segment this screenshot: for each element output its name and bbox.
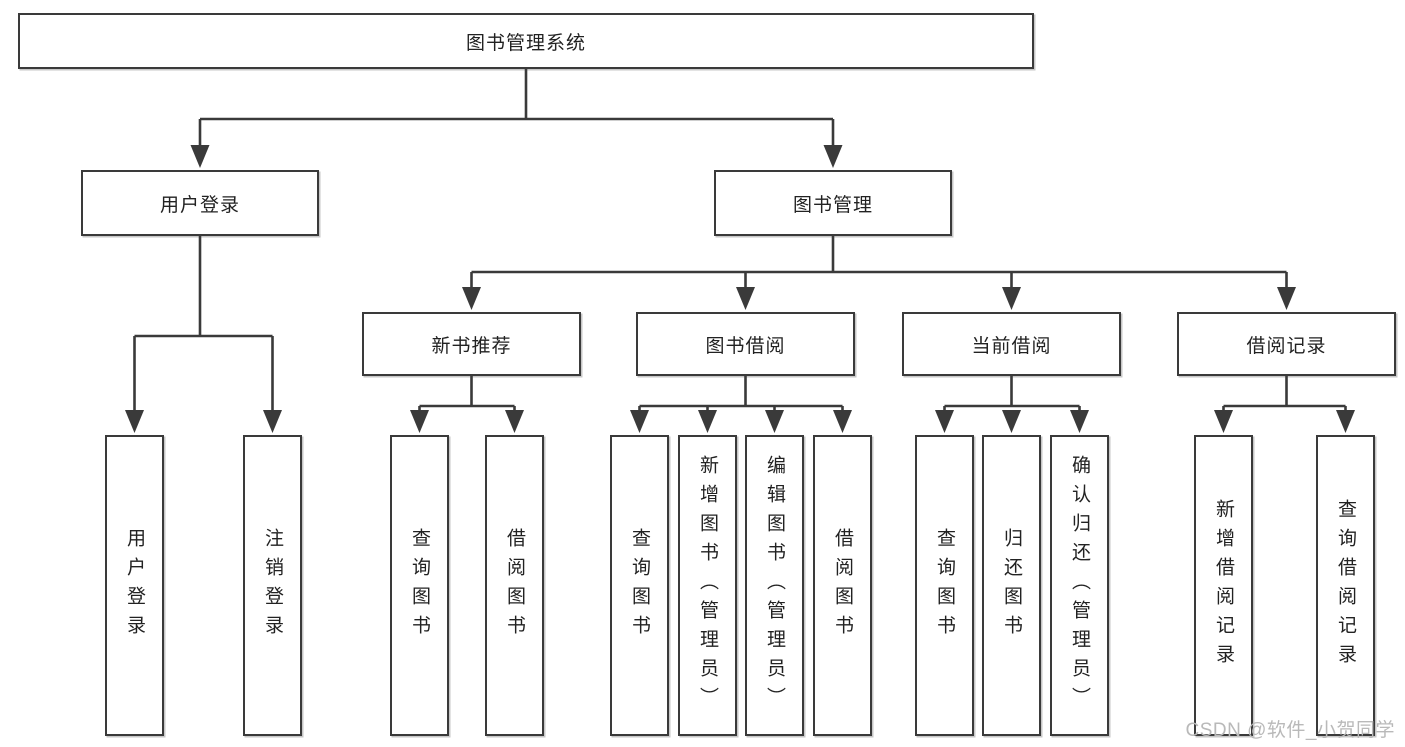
arrowhead <box>462 287 481 310</box>
node-label: 借阅记录 <box>1246 335 1327 357</box>
arrowhead <box>1277 287 1296 310</box>
leaf-current-query-books: 查询图书 <box>915 435 974 736</box>
arrowhead <box>765 410 784 433</box>
node-current-borrowing: 当前借阅 <box>902 312 1121 376</box>
connector-recommend-to-leaves <box>418 376 516 415</box>
leaf-current-confirm-return-admin: 确认归还（管理员） <box>1050 435 1109 736</box>
arrowhead <box>823 145 843 168</box>
leaf-label: 注销登录 <box>262 527 283 644</box>
leaf-label: 查询借阅记录 <box>1335 498 1356 673</box>
connector-bookmgmt-to-level3 <box>470 236 1288 292</box>
csdn-watermark: CSDN @软件_小贺同学 <box>1185 720 1395 741</box>
node-label: 图书管理系统 <box>465 32 586 54</box>
leaf-user-login: 用户登录 <box>105 435 164 736</box>
connector-current-to-leaves <box>943 376 1081 415</box>
arrowhead <box>736 287 755 310</box>
arrowhead <box>125 410 144 433</box>
arrowhead <box>1002 287 1021 310</box>
leaf-label: 确认归还（管理员） <box>1069 455 1090 716</box>
leaf-borrowing-borrow-books: 借阅图书 <box>813 435 872 736</box>
leaf-label: 查询图书 <box>629 527 650 644</box>
arrowhead <box>698 410 717 433</box>
arrowhead <box>505 410 524 433</box>
arrowhead <box>190 145 210 168</box>
leaf-label: 用户登录 <box>124 527 145 644</box>
connector-borrowing-to-leaves <box>638 376 844 415</box>
node-library-management-system: 图书管理系统 <box>18 13 1034 69</box>
arrowhead <box>1002 410 1021 433</box>
node-label: 用户登录 <box>159 194 240 216</box>
leaf-label: 编辑图书（管理员） <box>764 455 785 716</box>
leaf-records-add-borrow-record: 新增借阅记录 <box>1194 435 1253 736</box>
leaf-borrowing-query-books: 查询图书 <box>610 435 669 736</box>
connector-userlogin-to-leaves <box>133 236 274 415</box>
node-book-borrowing: 图书借阅 <box>636 312 855 376</box>
node-label: 图书借阅 <box>705 335 786 357</box>
leaf-borrowing-edit-books-admin: 编辑图书（管理员） <box>745 435 804 736</box>
connector-root-to-level2 <box>198 67 835 150</box>
arrowheads <box>125 145 1355 433</box>
node-user-login: 用户登录 <box>81 170 319 236</box>
leaf-label: 新增图书（管理员） <box>697 455 718 716</box>
arrowhead <box>1214 410 1233 433</box>
leaf-label: 借阅图书 <box>504 527 525 644</box>
arrowhead <box>630 410 649 433</box>
leaf-label: 查询图书 <box>409 527 430 644</box>
leaf-recommend-borrow-books: 借阅图书 <box>485 435 544 736</box>
arrowhead <box>263 410 282 433</box>
leaf-label: 新增借阅记录 <box>1213 498 1234 673</box>
node-label: 新书推荐 <box>431 335 512 357</box>
leaf-records-query-borrow-record: 查询借阅记录 <box>1316 435 1375 736</box>
leaf-label: 查询图书 <box>934 527 955 644</box>
node-new-book-recommendation: 新书推荐 <box>362 312 581 376</box>
arrowhead <box>410 410 429 433</box>
arrowhead <box>1070 410 1089 433</box>
node-book-management: 图书管理 <box>714 170 952 236</box>
leaf-borrowing-add-books-admin: 新增图书（管理员） <box>678 435 737 736</box>
leaf-logout-login: 注销登录 <box>243 435 302 736</box>
leaf-label: 归还图书 <box>1001 527 1022 644</box>
arrowhead <box>833 410 852 433</box>
node-label: 图书管理 <box>792 194 873 216</box>
node-borrowing-records: 借阅记录 <box>1177 312 1396 376</box>
leaf-label: 借阅图书 <box>832 527 853 644</box>
arrowhead <box>1336 410 1355 433</box>
node-label: 当前借阅 <box>971 335 1052 357</box>
connector-records-to-leaves <box>1222 376 1347 415</box>
arrowhead <box>935 410 954 433</box>
leaf-recommend-query-books: 查询图书 <box>390 435 449 736</box>
leaf-current-return-books: 归还图书 <box>982 435 1041 736</box>
